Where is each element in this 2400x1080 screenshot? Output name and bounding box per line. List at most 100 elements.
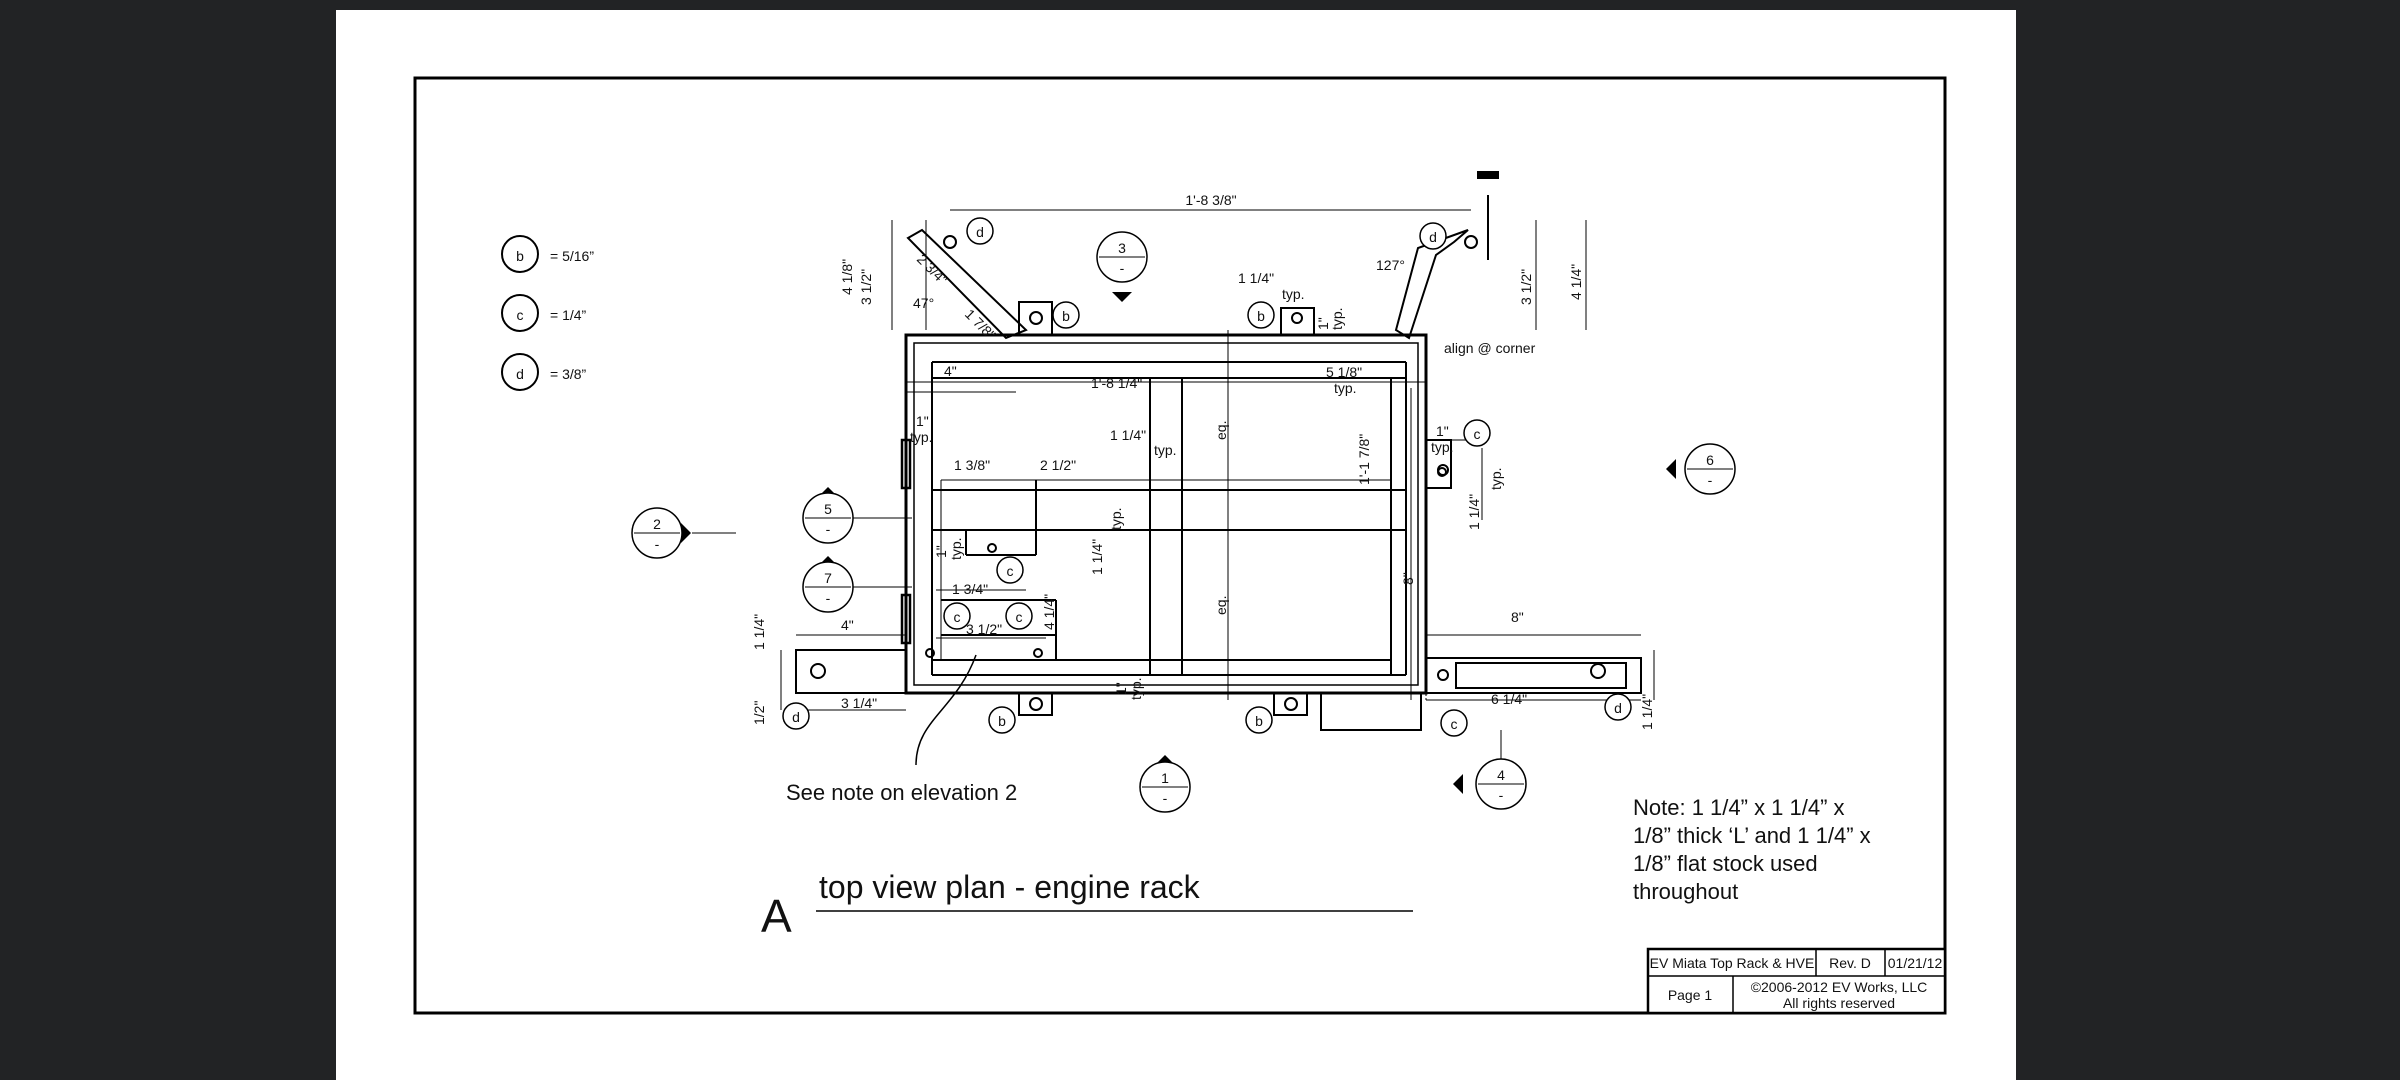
callout-b-top-left: b <box>1062 308 1070 324</box>
callout-d-top-right: d <box>1429 229 1437 245</box>
dim-5-1-8: 5 1/8" <box>1326 364 1362 380</box>
dim-4-1-4-right: 4 1/4" <box>1568 264 1584 300</box>
dim-3-1-2-right: 3 1/2" <box>1518 269 1534 305</box>
dim-2-3-4: 2 3/4" <box>914 251 951 288</box>
dim-typ-top2: typ. <box>1329 307 1345 330</box>
dimension-labels: 1'-8 3/8" 4 1/8" 3 1/2" 2 3/4" 47° 1 7/8… <box>751 192 1655 730</box>
dim-1in-right: 1" <box>1436 423 1449 439</box>
align-corner-label: align @ corner <box>1444 340 1536 356</box>
legend-b-letter: b <box>516 248 524 264</box>
dim-typ-bottom: typ. <box>1128 677 1144 700</box>
dim-1-1-4-inner: 1 1/4" <box>1089 539 1105 575</box>
dim-1-1-7-8: 1'-1 7/8" <box>1356 434 1372 485</box>
section-6-sheet: - <box>1708 472 1713 488</box>
dim-1-2: 1/2" <box>751 701 767 725</box>
dim-3-1-2-inner: 3 1/2" <box>966 621 1002 637</box>
dim-typ-inner: typ. <box>948 537 964 560</box>
section-5-number: 5 <box>824 501 832 517</box>
note-line-3: 1/8” flat stock used <box>1633 851 1818 876</box>
dim-1-1-4-top: 1 1/4" <box>1238 270 1274 286</box>
dim-1in-inner: 1" <box>933 545 949 558</box>
section-marker-6: 6 - <box>1666 443 1736 495</box>
callout-c-right: c <box>1474 426 1481 442</box>
see-note-label: See note on elevation 2 <box>786 780 1017 805</box>
dim-4in-top: 4" <box>944 363 957 379</box>
dim-8in-right: 8" <box>1511 609 1524 625</box>
dim-1in-bottom: 1" <box>1113 682 1129 695</box>
dim-inner-width: 1'-8 1/4" <box>1091 375 1142 391</box>
section-marker-3: 3 - <box>1096 231 1148 302</box>
title-block: EV Miata Top Rack & HVE Rev. D 01/21/12 … <box>1646 947 1947 1015</box>
section-4-number: 4 <box>1497 767 1505 783</box>
dim-1in-left: 1" <box>916 413 929 429</box>
callout-c-bottom: c <box>1451 716 1458 732</box>
titleblock-page: Page 1 <box>1668 987 1713 1003</box>
section-1-sheet: - <box>1163 790 1168 806</box>
section-marker-4: 4 - <box>1453 730 1527 810</box>
callout-b-bottom-left: b <box>998 713 1006 729</box>
legend-b-circle <box>501 235 539 273</box>
dim-2-1-2: 2 1/2" <box>1040 457 1076 473</box>
fastener-legend: b = 5/16” c = 1/4” d = 3/8” <box>501 235 594 391</box>
callout-c-inner: c <box>1007 563 1014 579</box>
dim-1-3-4: 1 3/4" <box>952 581 988 597</box>
dim-typ-top: typ. <box>1282 286 1305 302</box>
dim-typ-left: typ. <box>910 429 933 445</box>
dim-1-3-8: 1 3/8" <box>954 457 990 473</box>
section-6-number: 6 <box>1706 452 1714 468</box>
section-markers: 3 - 2 - 5 - 7 - <box>631 231 1736 813</box>
drawing-title: top view plan - engine rack <box>819 869 1201 905</box>
dim-typ-right2: typ. <box>1488 467 1504 490</box>
dim-4in-left: 4" <box>841 617 854 633</box>
legend-d-circle <box>501 353 539 391</box>
callout-d-bottom-right: d <box>1614 700 1622 716</box>
dim-top-overall: 1'-8 3/8" <box>1185 192 1236 208</box>
section-1-number: 1 <box>1161 770 1169 786</box>
dim-1in-top: 1" <box>1315 317 1331 330</box>
section-5-sheet: - <box>826 521 831 537</box>
dim-typ-right: typ. <box>1431 439 1454 455</box>
section-7-sheet: - <box>826 590 831 606</box>
dim-eq-top: eq. <box>1213 421 1229 440</box>
callout-c-inner-left: c <box>954 609 961 625</box>
engine-rack-drawing: b = 5/16” c = 1/4” d = 3/8” <box>413 76 1947 1015</box>
dim-3-1-2-left: 3 1/2" <box>858 269 874 305</box>
section-7-number: 7 <box>824 570 832 586</box>
dim-typ-5-1-8: typ. <box>1334 380 1357 396</box>
note-line-2: 1/8” thick ‘L’ and 1 1/4” x <box>1633 823 1871 848</box>
section-3-number: 3 <box>1118 240 1126 256</box>
titleblock-rights: All rights reserved <box>1783 995 1895 1011</box>
section-2-number: 2 <box>653 516 661 532</box>
section-3-sheet: - <box>1120 260 1125 276</box>
title-letter: A <box>761 890 792 942</box>
dim-typ-mid: typ. <box>1154 442 1177 458</box>
callout-d-bottom-left: d <box>792 709 800 725</box>
section-marker-2: 2 - <box>631 507 736 559</box>
drawing-border <box>413 76 1947 1015</box>
material-note: Note: 1 1/4” x 1 1/4” x 1/8” thick ‘L’ a… <box>1633 795 1871 904</box>
titleblock-date: 01/21/12 <box>1888 955 1943 971</box>
dim-angle-47: 47° <box>913 295 934 311</box>
callout-b-top-mid: b <box>1257 308 1265 324</box>
legend-d-value: = 3/8” <box>550 366 587 382</box>
dim-typ-vert: typ. <box>1108 507 1124 530</box>
section-marker-1: 1 - <box>1139 755 1191 813</box>
dim-4-1-8: 4 1/8" <box>839 259 855 295</box>
note-line-1: Note: 1 1/4” x 1 1/4” x <box>1633 795 1845 820</box>
legend-d-letter: d <box>516 366 524 382</box>
section-2-sheet: - <box>655 536 660 552</box>
dim-1-1-4-far-right: 1 1/4" <box>1639 694 1655 730</box>
legend-c-letter: c <box>517 307 524 323</box>
callout-c-inner-right: c <box>1016 609 1023 625</box>
dim-4-1-4-inner: 4 1/4" <box>1041 594 1057 630</box>
dim-eq-bottom: eq. <box>1213 596 1229 615</box>
titleblock-project: EV Miata Top Rack & HVE <box>1650 955 1815 971</box>
legend-b-value: = 5/16” <box>550 248 594 264</box>
titleblock-copyright: ©2006-2012 EV Works, LLC <box>1751 979 1928 995</box>
dim-1-1-4-right: 1 1/4" <box>1466 494 1482 530</box>
section-marker-5: 5 - <box>802 487 912 544</box>
dim-6-1-4: 6 1/4" <box>1491 691 1527 707</box>
section-4-sheet: - <box>1499 787 1504 803</box>
callout-d-top-left: d <box>976 224 984 240</box>
